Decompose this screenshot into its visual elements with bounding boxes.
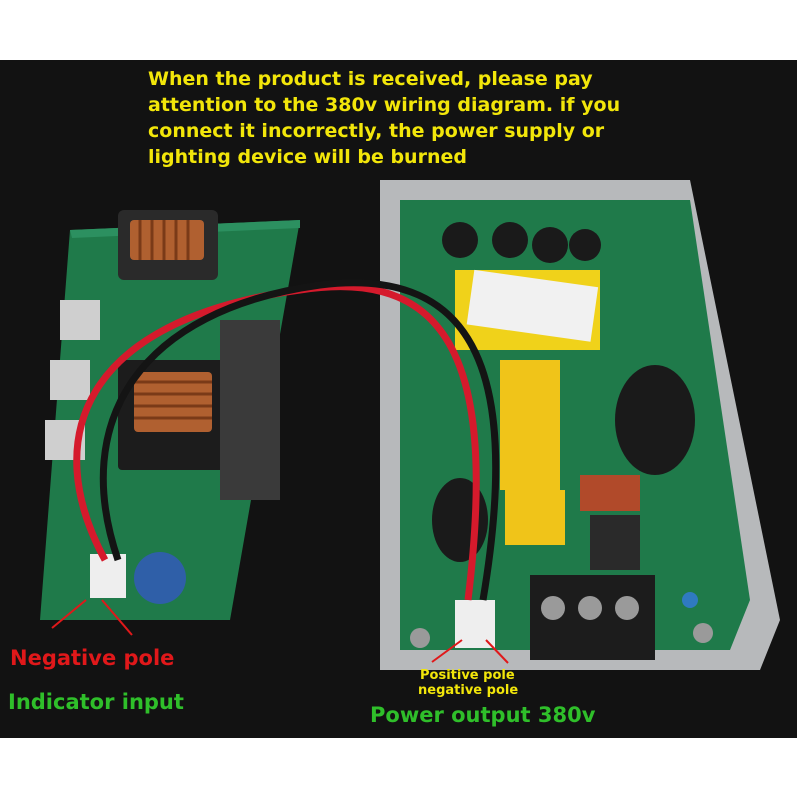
negative-pole-label-right: negative pole [418,683,519,698]
arrow-right-1 [431,639,463,663]
product-photo [0,60,797,738]
power-output-label: Power output 380v [370,703,596,727]
warning-message: When the product is received, please pay… [148,68,621,168]
board-screw-left [410,628,430,648]
board-screw-right [693,623,713,643]
negative-pole-label-left: Negative pole [10,646,175,670]
copper-coil-top [130,220,204,260]
power-supply-board [380,180,780,670]
blue-cap-small [682,592,698,608]
terminal-screw-2 [578,596,602,620]
indicator-board [40,210,300,620]
blue-capacitor [134,552,186,604]
indicator-input-label: Indicator input [8,690,184,714]
capacitor-3 [532,227,568,263]
heatsink-block-1 [60,300,100,340]
heatsink-block-2 [50,360,90,400]
brown-capacitor [580,475,640,511]
product-sticker [466,269,599,342]
large-capacitor [615,365,695,475]
positive-pole-label-right: Positive pole [420,668,515,683]
left-connector [90,554,126,598]
terminal-screw-3 [615,596,639,620]
arrow-left-2 [101,599,133,636]
yellow-relay [500,360,560,490]
yellow-capacitor [505,490,565,545]
arrow-left-1 [51,599,87,629]
terminal-screw-1 [541,596,565,620]
capacitor-1 [442,222,478,258]
capacitor-2 [492,222,528,258]
black-wire [99,279,500,601]
filter-inductor [590,515,640,570]
arrow-right-2 [485,639,509,664]
component-strip [220,320,280,500]
capacitor-4 [569,229,601,261]
